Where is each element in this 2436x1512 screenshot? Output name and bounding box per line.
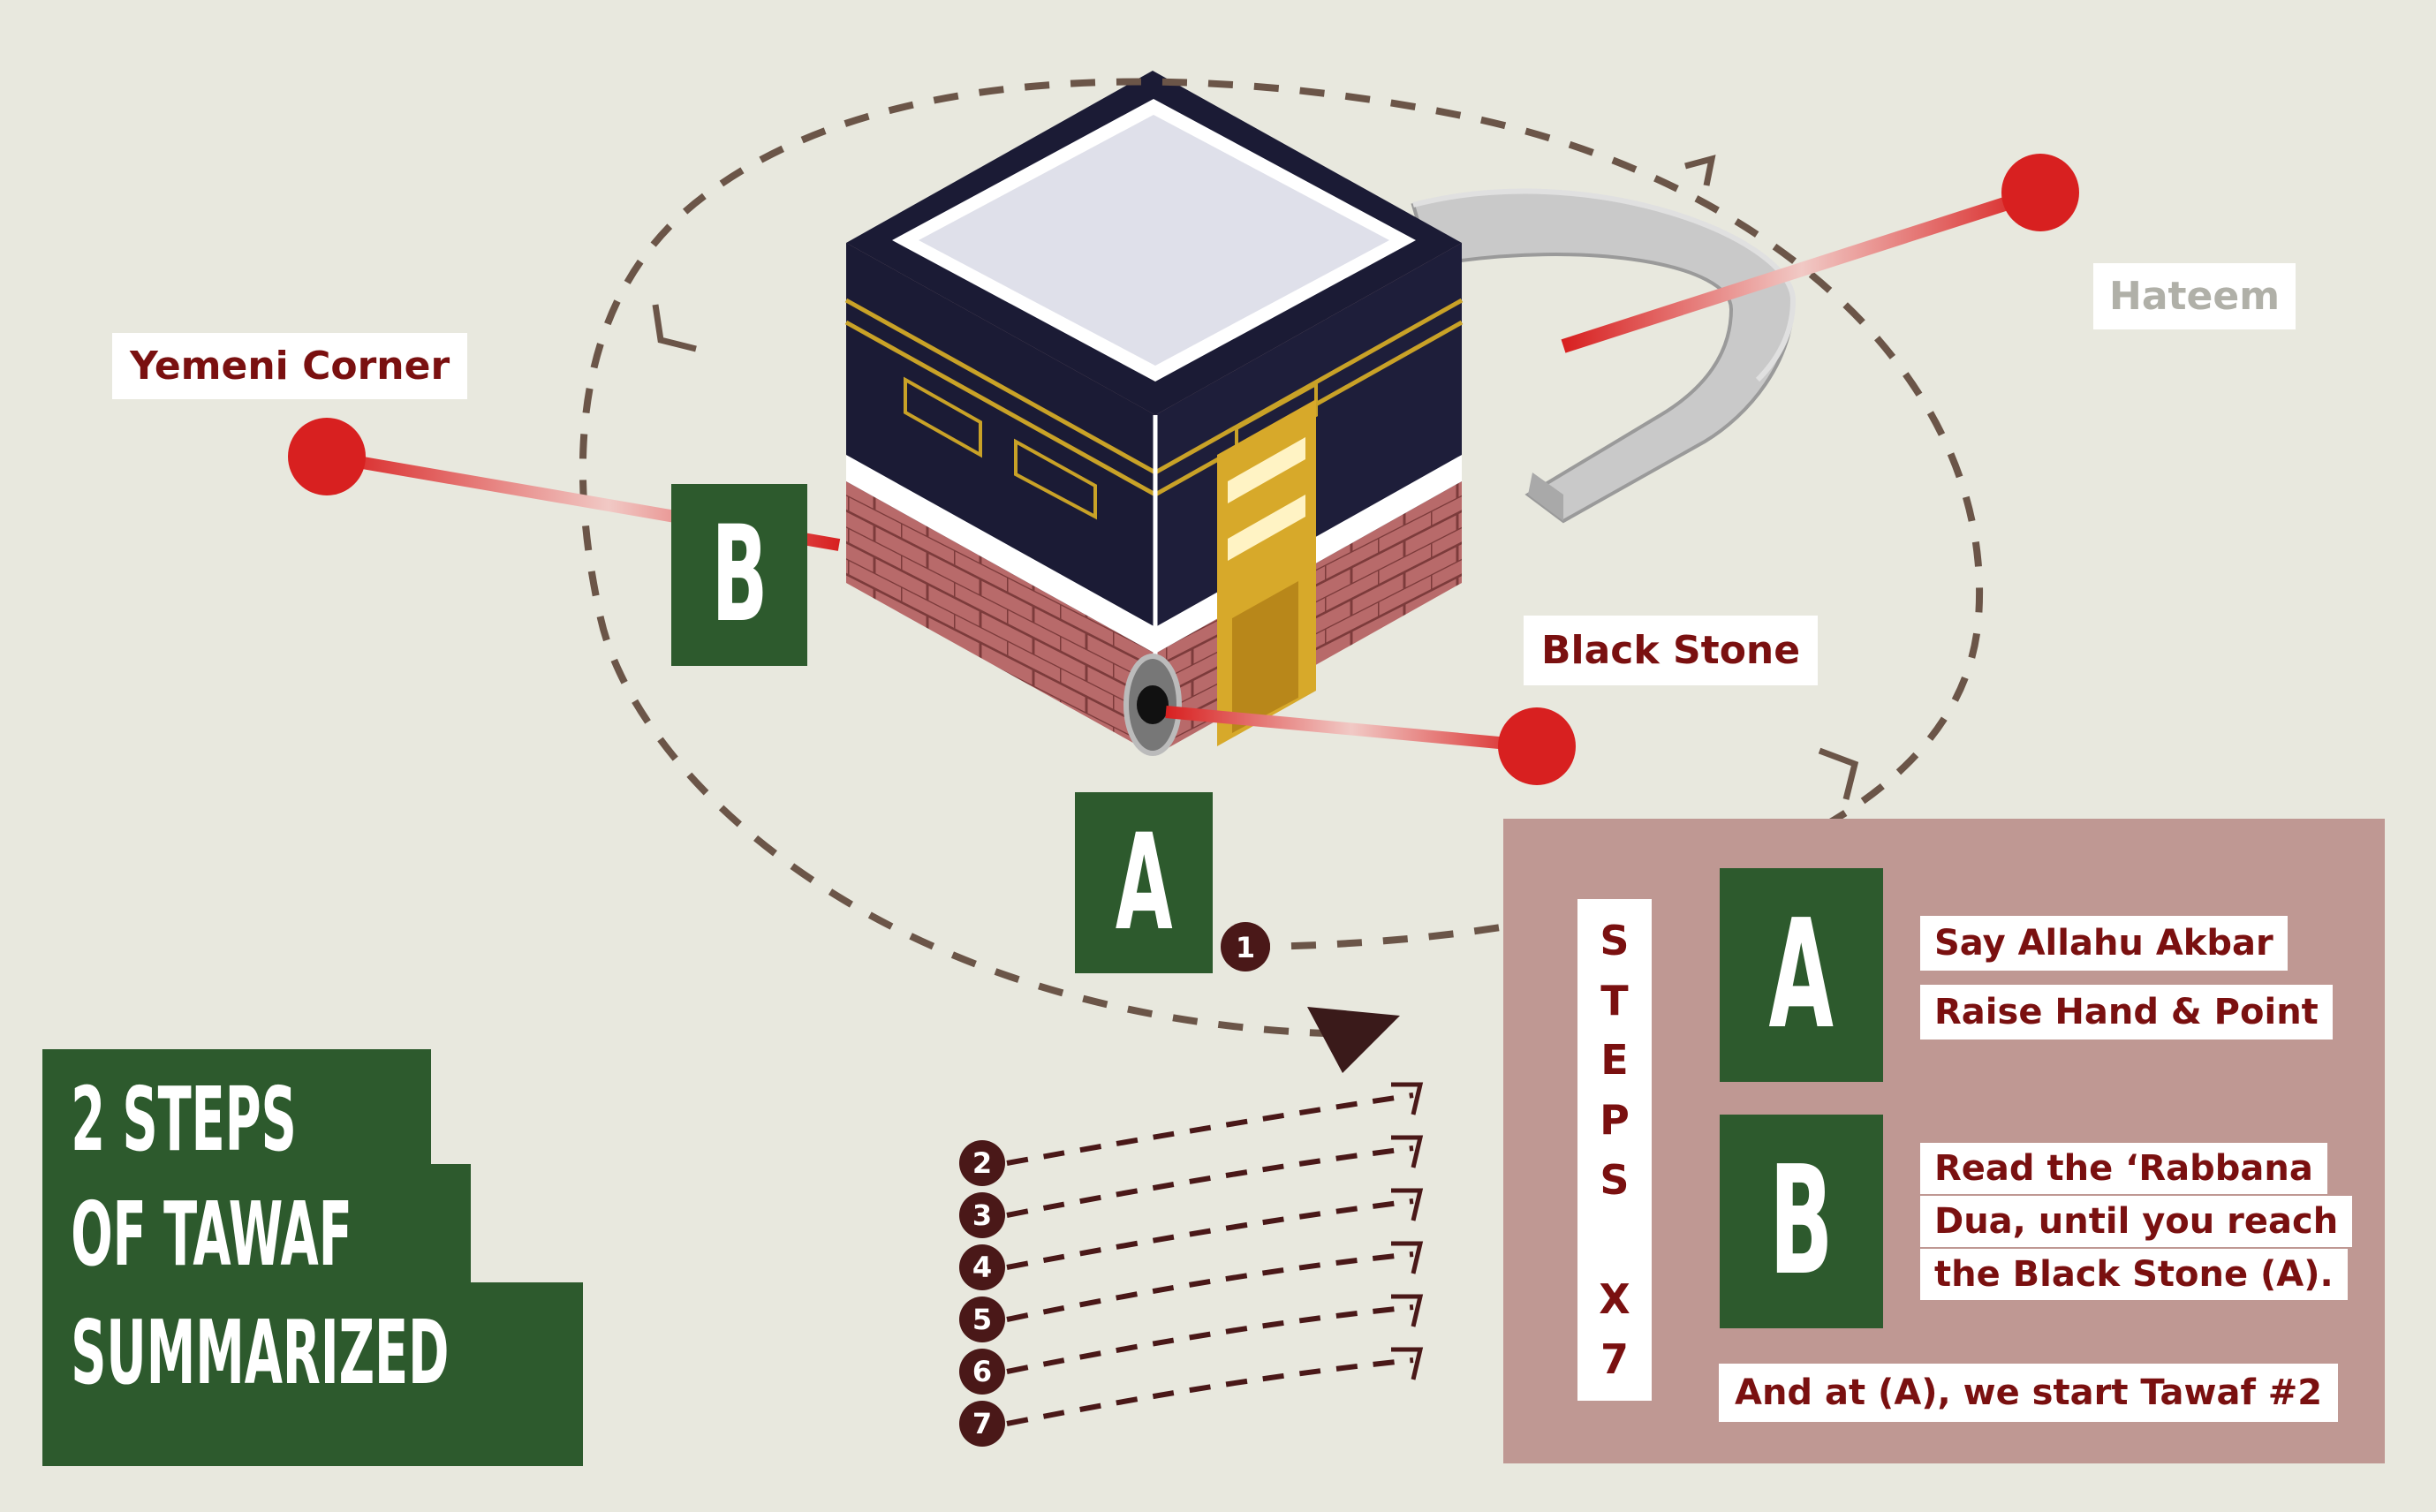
step-b-line-1: Read the ‘Rabbana [1920, 1143, 2327, 1194]
tawaf-path [579, 78, 1984, 1073]
step-a-line-2: Raise Hand & Point [1920, 985, 2333, 1040]
steps-x7-label: S T E P S X 7 [1577, 899, 1652, 1401]
circuit-number-6: 6 [972, 1355, 992, 1388]
hateem-dot [2001, 154, 2079, 231]
steps-footer: And at (A), we start Tawaf #2 [1719, 1364, 2339, 1422]
circuit-number-7: 7 [972, 1407, 992, 1440]
step-b-line-3: the Black Stone (A). [1920, 1249, 2348, 1300]
title-line-3: SUMMARIZED [42, 1282, 583, 1466]
circuit-number-5: 5 [972, 1303, 992, 1336]
chevron-left-icon [652, 304, 697, 352]
title-block: 2 STEPS OF TAWAF SUMMARIZED [42, 1049, 590, 1466]
yemeni-corner-label: Yemeni Corner [112, 333, 468, 399]
yemeni-corner-dot [288, 418, 366, 495]
circuit-arrowheads [1391, 1082, 1424, 1380]
circuit-number-4: 4 [972, 1251, 992, 1284]
kaaba [844, 71, 1464, 756]
pointer-lines [288, 154, 2079, 785]
chevron-right-icon [1684, 155, 1716, 186]
circuit-number-3: 3 [972, 1198, 992, 1232]
marker-b: B [671, 484, 807, 666]
circuit-number-1: 1 [1236, 931, 1255, 964]
circuit-number-2: 2 [972, 1146, 992, 1180]
step-a-letter: A [1720, 868, 1883, 1082]
step-a-line-1: Say Allahu Akbar [1920, 916, 2288, 971]
step-b-line-2: Dua, until you reach [1920, 1196, 2353, 1247]
circuit-arcs [1006, 1092, 1414, 1426]
step-b-letter: B [1720, 1115, 1883, 1328]
chevron-down-right-icon [1818, 747, 1859, 800]
marker-a: A [1075, 792, 1213, 973]
black-stone-label: Black Stone [1524, 616, 1819, 685]
hateem-label: Hateem [2093, 263, 2296, 329]
hateem-wall [1411, 188, 1797, 524]
title-line-2: OF TAWAF [42, 1164, 471, 1288]
circuit-number-circles [959, 922, 1270, 1447]
title-line-1: 2 STEPS [42, 1049, 431, 1169]
path-arrowhead-icon [1307, 1007, 1400, 1073]
black-stone-dot [1498, 707, 1576, 785]
